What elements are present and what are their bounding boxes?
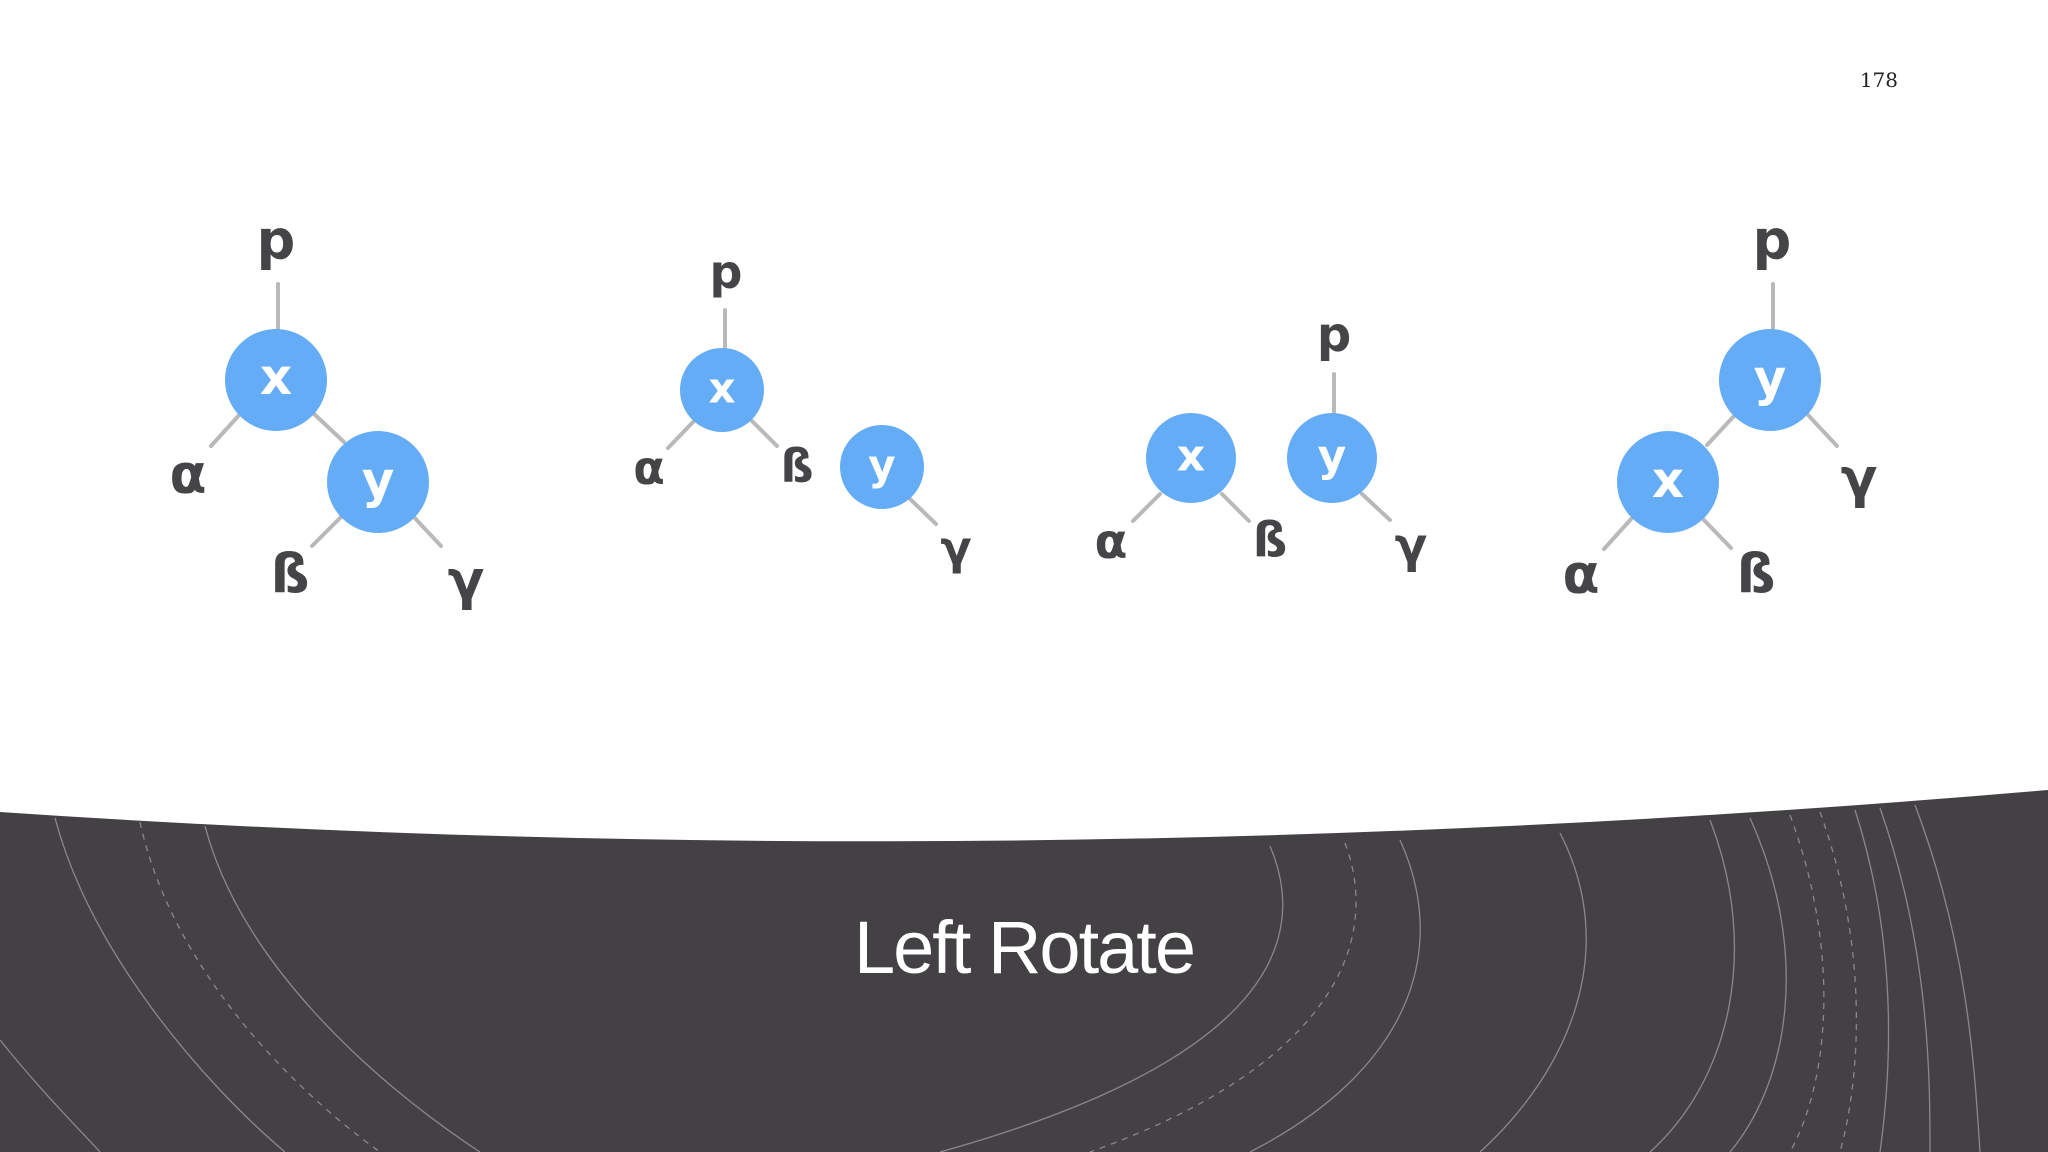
label-beta: ß bbox=[780, 439, 813, 493]
node-x bbox=[1146, 413, 1236, 503]
page-number: 178 bbox=[1859, 68, 1898, 92]
node-x bbox=[225, 329, 327, 431]
label-beta: ß bbox=[1253, 512, 1288, 568]
decorative-curves bbox=[0, 804, 1981, 1152]
label-p: p bbox=[710, 245, 743, 299]
diagram-result: y x p γ α ß bbox=[1562, 209, 1877, 606]
node-y-label: y bbox=[1318, 431, 1347, 482]
slide-title: Left Rotate bbox=[853, 906, 1196, 989]
label-alpha: α bbox=[169, 443, 206, 506]
diagram-step-2: x y p α ß γ bbox=[1095, 307, 1428, 574]
label-gamma: γ bbox=[1395, 518, 1428, 574]
node-x bbox=[1617, 431, 1719, 533]
diagram-step-1: x y p α ß γ bbox=[633, 245, 971, 575]
label-gamma: γ bbox=[448, 549, 485, 612]
label-alpha: α bbox=[1095, 514, 1128, 570]
node-y bbox=[327, 431, 429, 533]
node-y bbox=[1287, 413, 1377, 503]
node-y-label: y bbox=[1754, 349, 1787, 407]
node-x bbox=[680, 348, 764, 432]
node-y-label: y bbox=[868, 441, 895, 490]
label-alpha: α bbox=[1562, 543, 1599, 606]
label-p: p bbox=[257, 209, 296, 272]
label-gamma: γ bbox=[940, 521, 971, 575]
label-beta: ß bbox=[271, 543, 310, 606]
node-x-label: x bbox=[260, 348, 292, 406]
label-alpha: α bbox=[633, 441, 665, 495]
label-gamma: γ bbox=[1841, 447, 1878, 510]
label-p: p bbox=[1753, 209, 1792, 272]
label-beta: ß bbox=[1737, 543, 1776, 606]
bottom-band bbox=[0, 790, 2048, 1152]
node-y-label: y bbox=[362, 451, 395, 509]
node-y bbox=[840, 425, 924, 509]
node-x-label: x bbox=[708, 364, 735, 413]
node-x-label: x bbox=[1177, 431, 1205, 482]
node-x-label: x bbox=[1652, 451, 1684, 509]
diagram-initial: x y p α ß γ bbox=[169, 209, 484, 612]
label-p: p bbox=[1317, 307, 1351, 363]
node-y bbox=[1719, 329, 1821, 431]
